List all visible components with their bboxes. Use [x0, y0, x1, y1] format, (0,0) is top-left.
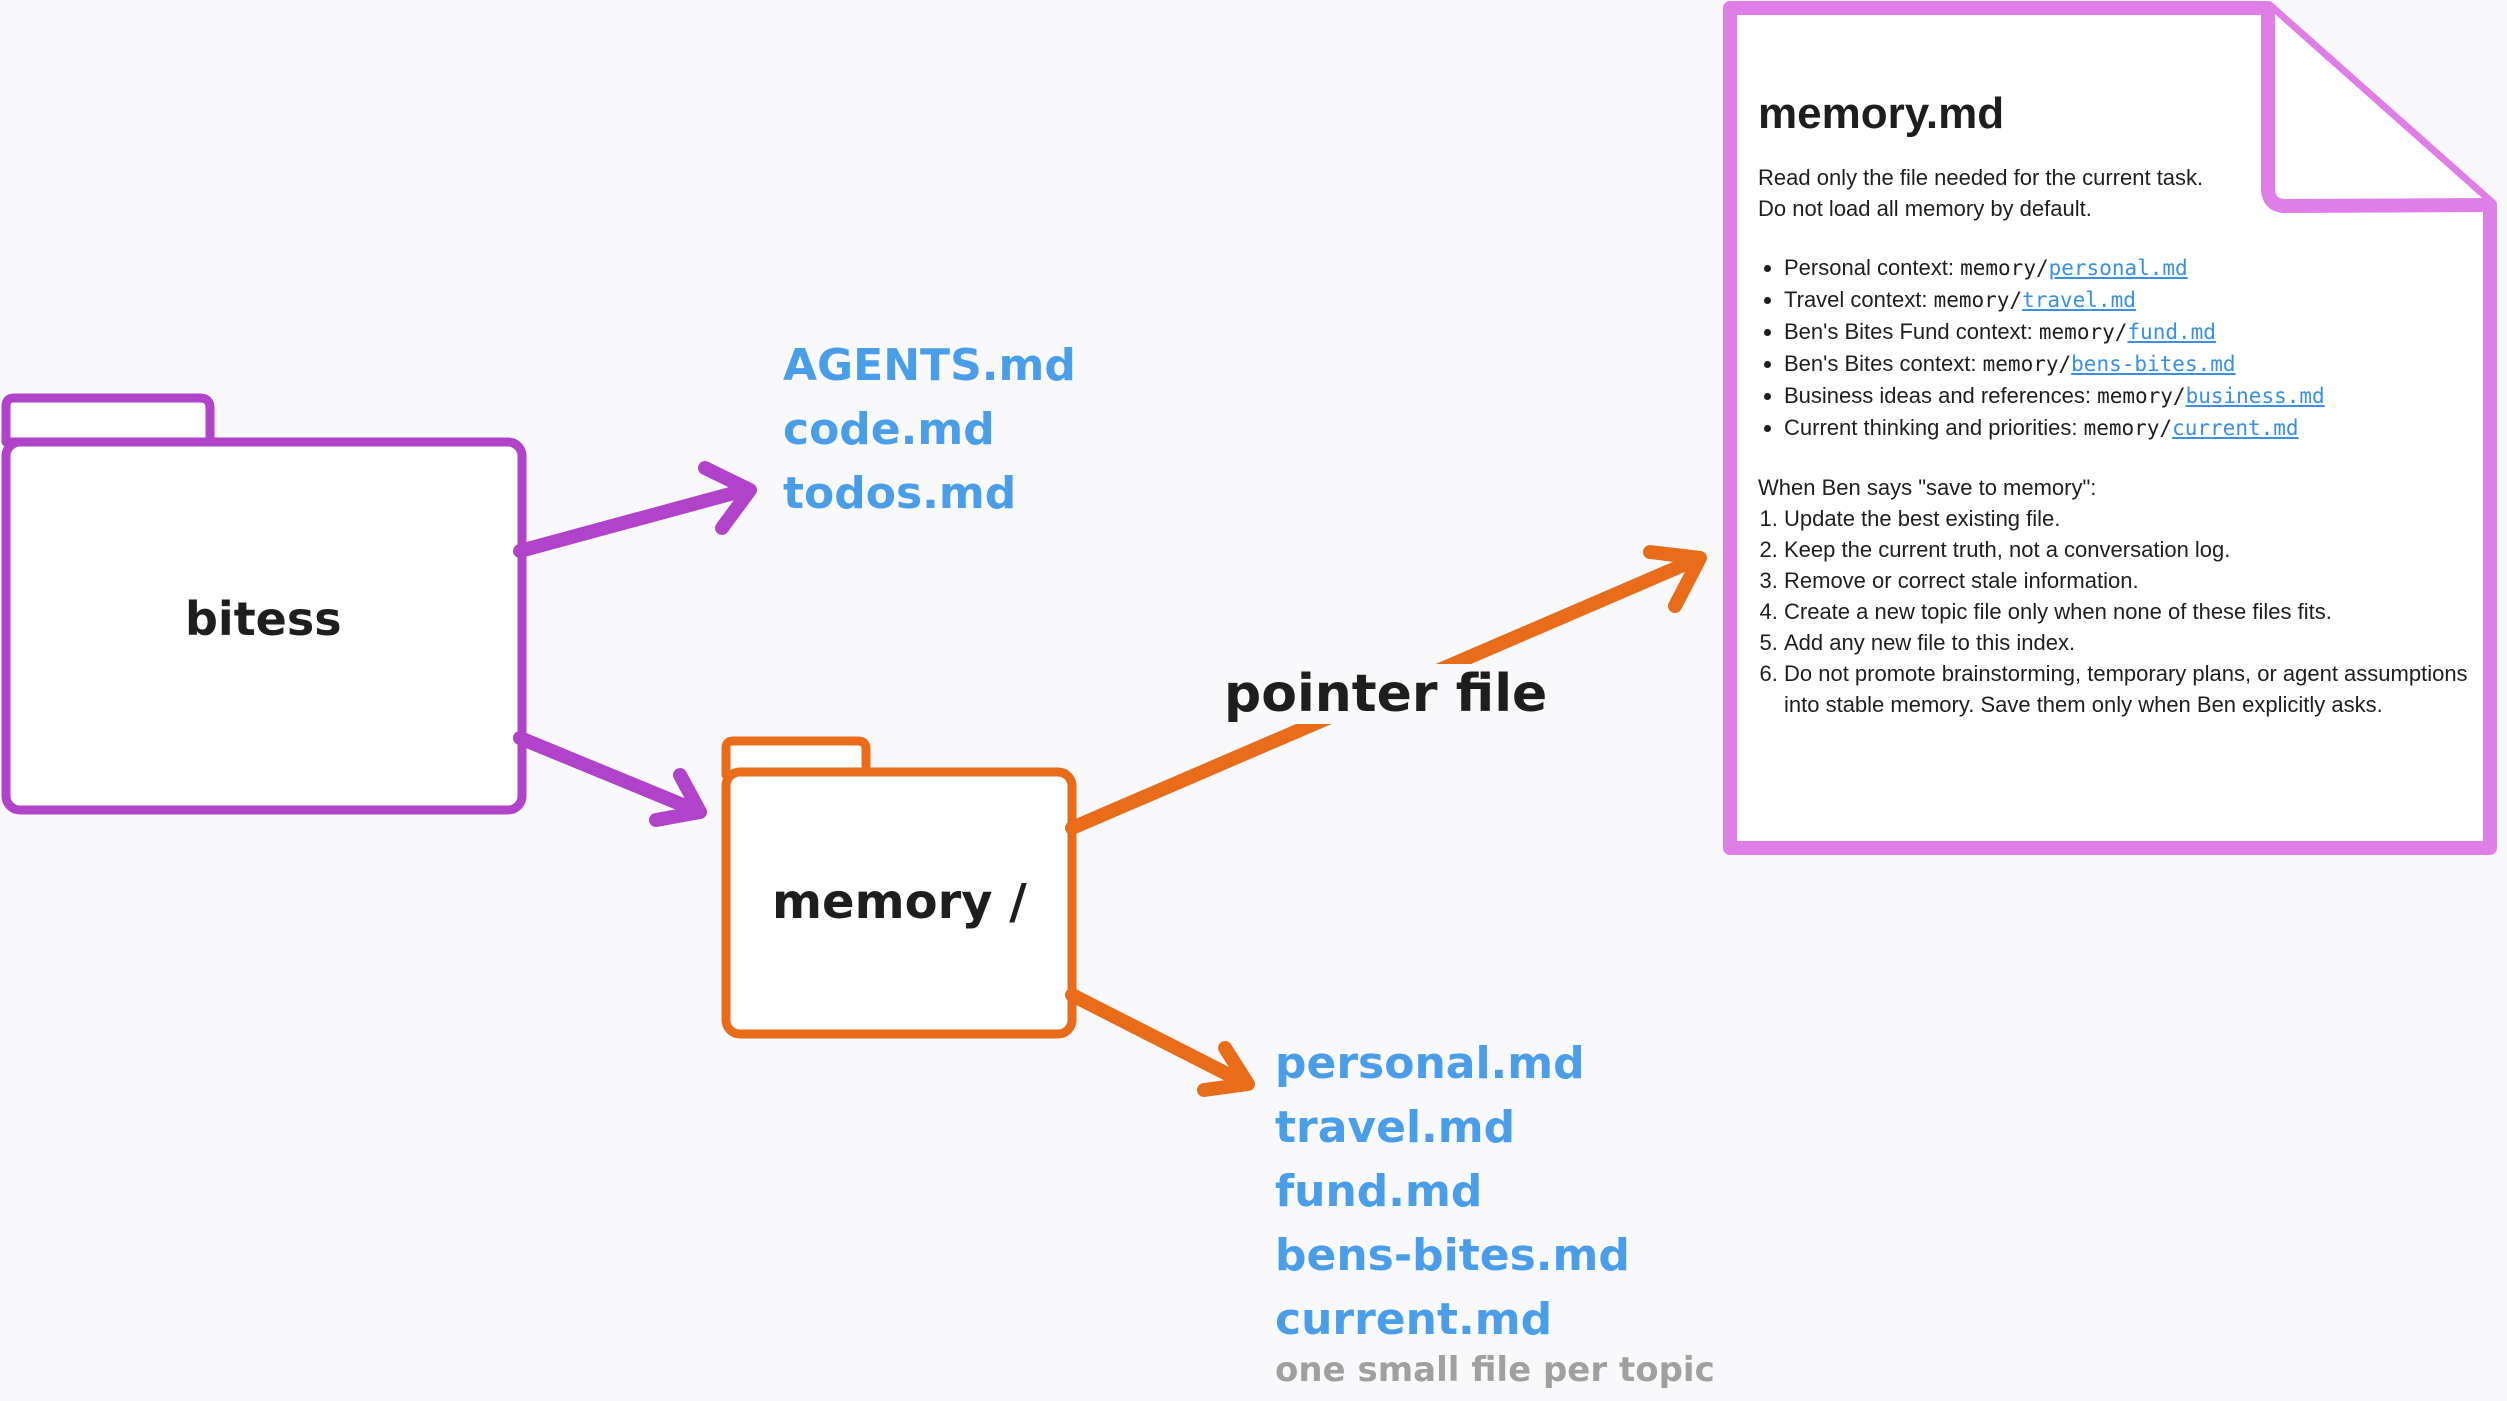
memory-folder-label: memory / [772, 874, 1027, 930]
save-step: Do not promote brainstorming, temporary … [1784, 658, 2478, 720]
save-step: Remove or correct stale information. [1784, 565, 2478, 596]
save-steps-list: Update the best existing file. Keep the … [1758, 503, 2478, 720]
pointer-file-label: pointer file [1218, 664, 1554, 724]
topic-file-item[interactable]: bens-bites.md [1275, 1230, 1630, 1281]
memory-document-icon [1723, 1, 2497, 855]
index-item-path: memory/ [1982, 352, 2072, 376]
index-item-label: Personal context: [1784, 255, 1961, 280]
topic-file-item[interactable]: current.md [1275, 1294, 1553, 1345]
memory-index-item: Personal context: memory/personal.md [1784, 252, 2478, 284]
memory-folder-icon [721, 736, 1077, 1039]
index-item-label: Current thinking and priorities: [1784, 415, 2084, 440]
index-item-path: memory/ [2038, 320, 2128, 344]
index-item-path: memory/ [2083, 416, 2173, 440]
root-file-item[interactable]: code.md [783, 404, 995, 455]
arrow-to-root-files [513, 461, 757, 558]
index-item-label: Ben's Bites context: [1784, 351, 1983, 376]
index-item-path: memory/ [1933, 288, 2023, 312]
topic-file-item[interactable]: fund.md [1275, 1166, 1483, 1217]
topic-file-list: personal.md travel.md fund.md bens-bites… [1275, 1032, 1630, 1352]
document-title: memory.md [1758, 89, 2005, 138]
memory-document-content: memory.md Read only the file needed for … [1758, 84, 2478, 720]
index-item-label: Travel context: [1784, 287, 1934, 312]
save-instructions-heading: When Ben says "save to memory": [1758, 475, 2097, 500]
index-item-link[interactable]: fund.md [2127, 320, 2216, 344]
root-folder-label: bitess [185, 592, 342, 646]
topic-file-item[interactable]: travel.md [1275, 1102, 1516, 1153]
memory-index-item: Current thinking and priorities: memory/… [1784, 412, 2478, 444]
arrow-to-memory-folder [513, 731, 707, 827]
memory-index-item: Travel context: memory/travel.md [1784, 284, 2478, 316]
root-file-list: AGENTS.md code.md todos.md [783, 334, 1076, 526]
index-item-path: memory/ [1960, 256, 2049, 280]
document-intro-line: Do not load all memory by default. [1758, 196, 2092, 221]
index-item-link[interactable]: travel.md [2022, 288, 2136, 312]
save-step: Update the best existing file. [1784, 503, 2478, 534]
root-file-item[interactable]: todos.md [783, 468, 1017, 519]
topic-files-caption: one small file per topic [1275, 1350, 1715, 1390]
topic-file-item[interactable]: personal.md [1275, 1038, 1585, 1089]
document-intro-line: Read only the file needed for the curren… [1758, 165, 2204, 190]
root-folder-icon [1, 393, 527, 815]
index-item-label: Ben's Bites Fund context: [1784, 319, 2039, 344]
index-item-link[interactable]: bens-bites.md [2071, 352, 2236, 376]
save-step: Create a new topic file only when none o… [1784, 596, 2478, 627]
index-item-link[interactable]: personal.md [2048, 256, 2188, 280]
save-step: Add any new file to this index. [1784, 627, 2478, 658]
memory-index-item: Ben's Bites context: memory/bens-bites.m… [1784, 348, 2478, 380]
index-item-link[interactable]: business.md [2185, 384, 2325, 408]
index-item-label: Business ideas and references: [1784, 383, 2098, 408]
root-file-item[interactable]: AGENTS.md [783, 340, 1076, 391]
index-item-link[interactable]: current.md [2172, 416, 2299, 440]
index-item-path: memory/ [2097, 384, 2186, 408]
memory-index-list: Personal context: memory/personal.md Tra… [1758, 252, 2478, 444]
memory-index-item: Ben's Bites Fund context: memory/fund.md [1784, 316, 2478, 348]
arrow-to-topic-files [1065, 988, 1255, 1097]
save-step: Keep the current truth, not a conversati… [1784, 534, 2478, 565]
memory-index-item: Business ideas and references: memory/bu… [1784, 380, 2478, 412]
